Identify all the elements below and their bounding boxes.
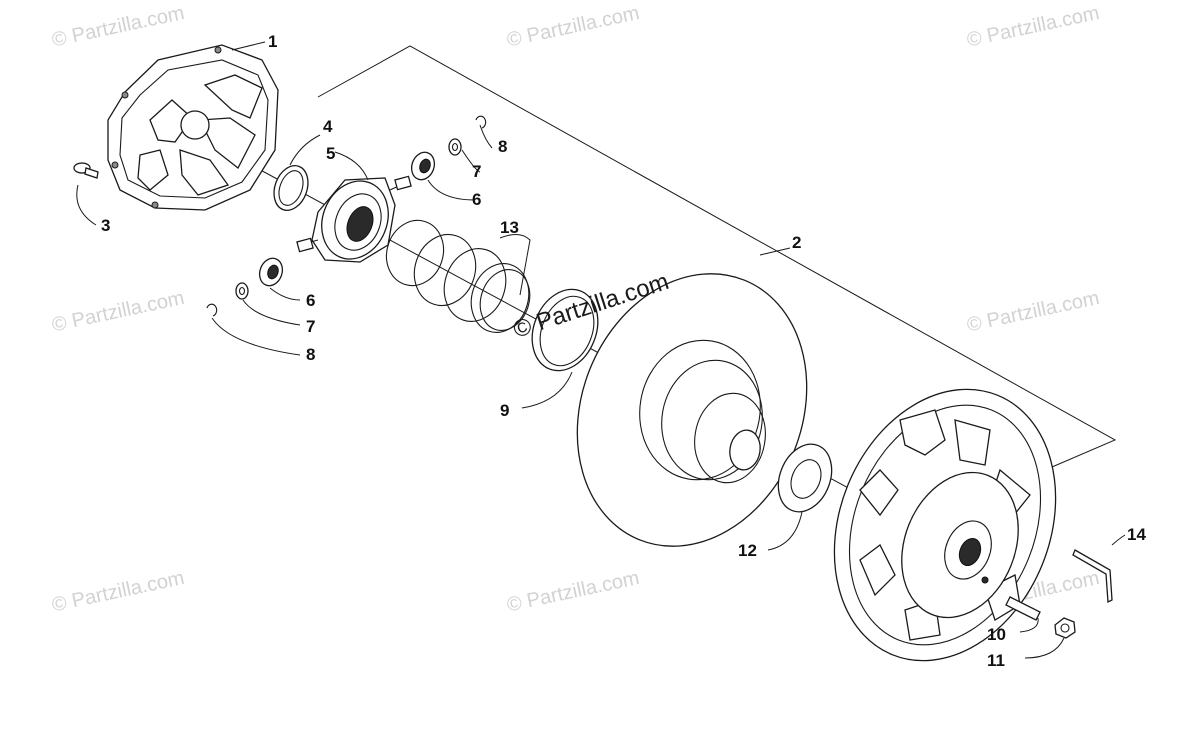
callout-3: 3	[101, 216, 111, 235]
part-7-washer-upper	[448, 138, 462, 156]
callout-8: 8	[498, 137, 508, 156]
part-4-snap-ring	[273, 165, 309, 211]
callout-11: 11	[987, 651, 1005, 670]
callout-5: 5	[326, 144, 336, 163]
part-6-roller-lower	[258, 257, 284, 287]
callout-10: 10	[987, 625, 1006, 644]
part-3-bolt	[73, 162, 99, 179]
callout-7-lower: 7	[306, 317, 316, 336]
fixed-sheave	[833, 388, 1057, 662]
part-13-spring	[385, 219, 531, 333]
part-6-roller-upper	[410, 151, 436, 181]
callout-4: 4	[323, 117, 333, 136]
part-8-clip-upper	[475, 115, 487, 129]
callout-7: 7	[472, 162, 482, 181]
callout-9: 9	[500, 401, 510, 420]
callout-1: 1	[268, 32, 278, 51]
callout-2: 2	[792, 233, 802, 252]
callout-14: 14	[1127, 525, 1146, 544]
callout-6-lower: 6	[306, 291, 316, 310]
part-5-spider	[296, 175, 412, 263]
part-9-ring	[531, 288, 599, 372]
part-2-sheave	[576, 273, 808, 547]
callout-8-lower: 8	[306, 345, 316, 364]
part-10-pin	[1005, 596, 1041, 621]
part-1-cover	[107, 44, 279, 211]
part-12-washer	[777, 443, 833, 513]
part-7-washer-lower	[235, 282, 249, 300]
part-14-hex-key	[1072, 549, 1113, 604]
callout-12: 12	[738, 541, 757, 560]
leader-lines	[76, 41, 1126, 659]
part-8-clip-lower	[206, 303, 218, 317]
assembly-bracket	[317, 45, 1117, 471]
part-11-nut	[1054, 617, 1076, 639]
callout-13: 13	[500, 218, 519, 237]
callout-6: 6	[472, 190, 482, 209]
